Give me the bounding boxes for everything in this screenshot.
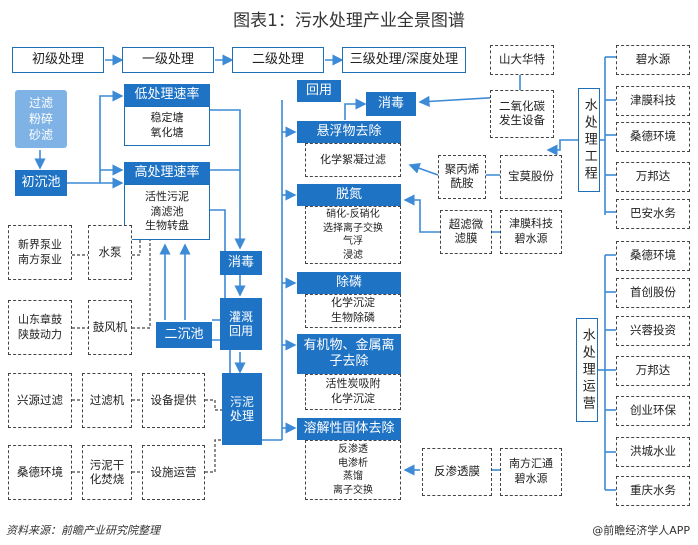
dephos-item: 化学沉淀 xyxy=(331,296,375,310)
facility-operation: 设施运营 xyxy=(142,445,205,500)
op-company: 重庆水务 xyxy=(616,476,690,506)
sludge-treatment: 污泥处理 xyxy=(222,373,262,445)
high-rate-title: 高处理速率 xyxy=(124,162,210,184)
reuse-label: 回用 xyxy=(297,80,341,102)
dephos-title: 除磷 xyxy=(297,272,401,294)
ss-item: 化学絮凝过滤 xyxy=(320,152,386,166)
low-item: 氧化塘 xyxy=(150,126,184,139)
page-title: 图表1：污水处理产业全景图谱 xyxy=(233,11,465,31)
stage-first: 一级处理 xyxy=(122,47,214,73)
op-company: 兴蓉投资 xyxy=(616,316,690,346)
company: 碧水源 xyxy=(514,472,548,485)
organic-title: 有机物、金属离子去除 xyxy=(297,334,401,374)
filter-machine: 过滤机 xyxy=(82,373,132,428)
secondary-tank: 二沉池 xyxy=(156,322,212,348)
eng-company: 桑德环境 xyxy=(616,122,690,152)
op-company: 万邦达 xyxy=(616,356,690,386)
pam-company: 宝莫股份 xyxy=(500,155,562,199)
co2-device: 二氧化碳发生设备 xyxy=(490,90,554,138)
eng-company: 万邦达 xyxy=(616,162,690,192)
company: 津膜科技 xyxy=(509,217,553,231)
ro-membrane: 反渗透膜 xyxy=(422,448,492,496)
ro-companies: 南方汇通 碧水源 xyxy=(500,448,562,496)
high-item: 活性污泥 xyxy=(145,189,189,203)
low-item: 稳定塘 xyxy=(150,111,184,125)
denitrify-item: 浸滤 xyxy=(343,249,363,261)
source-note: 资料来源：前瞻产业研究院整理 xyxy=(6,524,160,537)
brand-note: @前瞻经济学人APP xyxy=(592,524,690,537)
high-item: 滴滤池 xyxy=(150,204,184,218)
company: 陕鼓动力 xyxy=(18,327,62,341)
pump-companies: 新界泵业 南方泵业 xyxy=(8,225,72,280)
disinfect-top: 消毒 xyxy=(366,92,416,116)
operation-label: 水处理运营 xyxy=(576,318,598,422)
denitrify-title: 脱氮 xyxy=(297,184,401,206)
organic-item: 化学沉淀 xyxy=(331,392,375,405)
dissolved-items: 反渗透 电渗析 蒸馏 离子交换 xyxy=(305,440,401,500)
company: 山东章鼓 xyxy=(18,312,62,326)
denitrify-item: 硝化-反硝化 xyxy=(326,209,380,220)
disinfect-mid: 消毒 xyxy=(220,251,262,275)
dephos-item: 生物除磷 xyxy=(331,311,375,324)
dissolved-item: 电渗析 xyxy=(338,457,368,469)
op-company: 首创股份 xyxy=(616,278,690,308)
op-company: 洪城水业 xyxy=(616,437,690,467)
eng-company: 津膜科技 xyxy=(616,86,690,116)
ss-title: 悬浮物去除 xyxy=(297,121,401,143)
blower-companies: 山东章鼓 陕鼓动力 xyxy=(8,300,72,355)
dissolved-title: 溶解性固体去除 xyxy=(297,418,401,440)
denitrify-items: 硝化-反硝化 选择离子交换 气浮 浸滤 xyxy=(305,206,401,264)
high-item: 生物转盘 xyxy=(145,219,189,233)
primary-tank: 初沉池 xyxy=(15,170,67,196)
organic-items: 活性炭吸附 化学沉淀 xyxy=(305,374,401,410)
equipment-supply: 设备提供 xyxy=(142,373,205,428)
uf-companies: 津膜科技 碧水源 xyxy=(500,210,562,254)
pre-item: 过滤 xyxy=(28,95,53,110)
dissolved-item: 反渗透 xyxy=(338,444,368,455)
stage-second: 二级处理 xyxy=(232,47,324,73)
dry-company: 桑德环境 xyxy=(8,445,72,500)
denitrify-item: 气浮 xyxy=(343,236,363,247)
pre-treatment-box: 过滤 粉碎 砂滤 xyxy=(15,90,67,148)
denitrify-item: 选择离子交换 xyxy=(323,222,383,234)
sludge-dry: 污泥干化焚烧 xyxy=(82,445,132,500)
company: 南方汇通 xyxy=(509,457,553,471)
eng-company: 碧水源 xyxy=(616,45,690,75)
pump: 水泵 xyxy=(88,225,132,280)
stage-primary: 初级处理 xyxy=(12,47,104,73)
dissolved-item: 离子交换 xyxy=(333,484,373,496)
irrigation-reuse: 灌溉回用 xyxy=(220,298,262,350)
dephos-items: 化学沉淀 生物除磷 xyxy=(305,294,401,328)
engineering-label: 水处理工程 xyxy=(578,88,600,192)
company: 新界泵业 xyxy=(18,237,62,251)
filter-company: 兴源过滤 xyxy=(8,373,72,428)
pre-item: 粉碎 xyxy=(28,111,53,126)
low-rate-title: 低处理速率 xyxy=(124,84,210,106)
uf-membrane: 超滤微滤膜 xyxy=(440,210,492,254)
eng-company: 巴安水务 xyxy=(616,199,690,229)
low-rate-items: 稳定塘 氧化塘 xyxy=(124,106,210,146)
op-company: 桑德环境 xyxy=(616,241,690,271)
blower: 鼓风机 xyxy=(88,300,132,355)
organic-item: 活性炭吸附 xyxy=(325,377,381,391)
op-company: 创业环保 xyxy=(616,396,690,426)
pre-item: 砂滤 xyxy=(28,128,53,143)
stage-third: 三级处理/深度处理 xyxy=(342,47,466,73)
company: 碧水源 xyxy=(514,232,548,245)
high-rate-items: 活性污泥 滴滤池 生物转盘 xyxy=(124,184,210,240)
co2-company: 山大华特 xyxy=(490,45,554,75)
ss-items: 化学絮凝过滤 xyxy=(305,143,401,177)
dissolved-item: 蒸馏 xyxy=(343,471,363,482)
company: 南方泵业 xyxy=(18,252,62,266)
pam: 聚丙烯酰胺 xyxy=(438,155,486,199)
